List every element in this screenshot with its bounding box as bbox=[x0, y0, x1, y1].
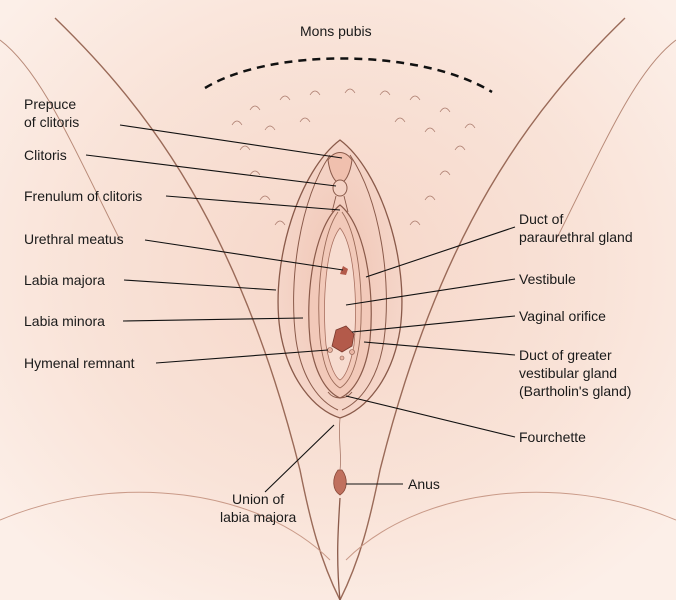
fourchette-shape bbox=[327, 391, 353, 399]
label-duct-of-paraurethral-gland: Duct of paraurethral gland bbox=[519, 211, 633, 245]
label-labia-majora: Labia majora bbox=[24, 272, 105, 288]
leader-labia-majora bbox=[123, 279, 277, 291]
prepuce-shape bbox=[327, 152, 353, 185]
gluteal-cleft bbox=[337, 497, 341, 600]
label-duct-of-greater-vestibular-gland: Duct of greater vestibular gland (Bartho… bbox=[519, 347, 632, 399]
urethral-meatus-shape bbox=[340, 266, 348, 275]
right-outer-curve bbox=[555, 39, 676, 241]
leader-urethral-meatus bbox=[144, 239, 344, 271]
left-outer-curve bbox=[0, 39, 121, 241]
leader-fourchette bbox=[345, 395, 516, 438]
right-thigh-crease bbox=[339, 17, 626, 600]
vaginal-orifice-shape bbox=[331, 325, 355, 353]
label-prepuce-of-clitoris: Prepuce of clitoris bbox=[24, 96, 80, 130]
label-fourchette: Fourchette bbox=[519, 429, 586, 445]
leader-clitoris bbox=[85, 154, 337, 187]
clitoris-shape bbox=[332, 179, 348, 197]
right-minora-fold bbox=[339, 211, 362, 389]
label-anus: Anus bbox=[408, 476, 440, 492]
anus-shape bbox=[333, 469, 347, 496]
leader-paraurethral bbox=[365, 226, 516, 278]
leader-vaginal-orifice bbox=[351, 315, 516, 333]
label-clitoris: Clitoris bbox=[24, 147, 67, 163]
leader-hymenal-remnant bbox=[155, 349, 329, 364]
leader-frenulum bbox=[165, 195, 341, 211]
left-thigh-crease bbox=[54, 17, 341, 600]
label-hymenal-remnant: Hymenal remnant bbox=[24, 355, 135, 371]
label-vaginal-orifice: Vaginal orifice bbox=[519, 308, 606, 324]
label-union-of-labia-majora: Union of labia majora bbox=[220, 491, 297, 525]
pubic-hair-texture bbox=[231, 88, 476, 226]
mons-pubis-arc bbox=[204, 57, 493, 94]
right-buttock-curve bbox=[345, 491, 676, 561]
hymenal-remnant-shapes bbox=[327, 347, 355, 361]
right-majora-fold bbox=[341, 154, 387, 411]
left-buttock-curve bbox=[0, 491, 331, 561]
leader-vestibule bbox=[345, 278, 516, 306]
leader-bartholin bbox=[363, 341, 516, 356]
leader-union-majora bbox=[264, 424, 335, 493]
leader-prepuce bbox=[119, 124, 343, 159]
leader-lines bbox=[85, 124, 516, 493]
left-majora-fold bbox=[293, 154, 339, 411]
leader-labia-minora bbox=[122, 317, 304, 322]
left-minora-fold bbox=[318, 211, 341, 389]
label-mons-pubis: Mons pubis bbox=[300, 23, 372, 39]
label-urethral-meatus: Urethral meatus bbox=[24, 231, 124, 247]
label-vestibule: Vestibule bbox=[519, 271, 576, 287]
label-labia-minora: Labia minora bbox=[24, 313, 105, 329]
perineum-line bbox=[339, 417, 341, 471]
label-frenulum-of-clitoris: Frenulum of clitoris bbox=[24, 188, 143, 204]
